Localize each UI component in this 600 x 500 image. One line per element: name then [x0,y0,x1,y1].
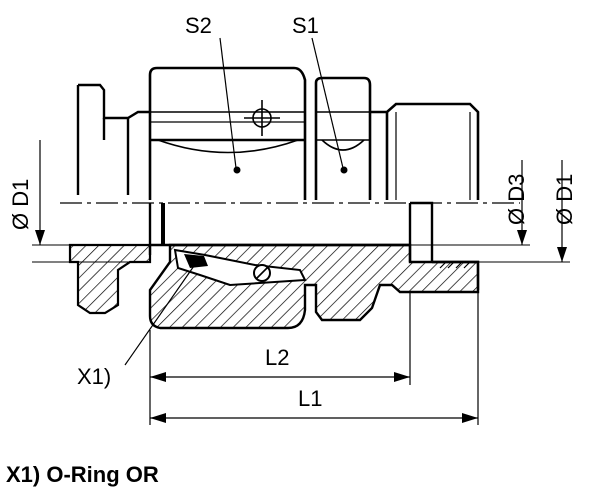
s2-leader [219,37,237,169]
section-hatching [68,243,480,330]
o-ring [184,254,208,268]
dim-d3-right: Ø D3 [410,160,530,246]
s2-label: S2 [185,13,212,38]
l1-label: L1 [298,386,322,411]
d1-right-label: Ø D1 [552,174,577,225]
s1-leader-dot [340,166,348,174]
footnote-oring: X1) O-Ring OR [6,462,159,487]
s2-leader-dot [233,166,241,174]
x1-label: X1) [77,364,111,389]
thread-ticks [439,261,471,269]
dim-d1-left: Ø D1 [8,140,150,263]
lock-hole-symbol [244,100,280,136]
body-hex-s1 [314,76,372,200]
dim-l2: L2 [149,292,411,425]
l2-label: L2 [265,345,289,370]
left-tube-outline [76,83,150,195]
nut-s2 [148,66,307,200]
s1-leader [311,37,344,169]
x1-leader [124,262,197,366]
dim-d1-right: Ø D1 [478,160,577,263]
dim-l1: L1 [150,292,479,425]
d3-right-label: Ø D3 [504,174,529,225]
threaded-stud [370,102,480,200]
s1-label: S1 [292,13,319,38]
d1-left-label: Ø D1 [8,179,33,230]
oring-groove [173,248,307,287]
